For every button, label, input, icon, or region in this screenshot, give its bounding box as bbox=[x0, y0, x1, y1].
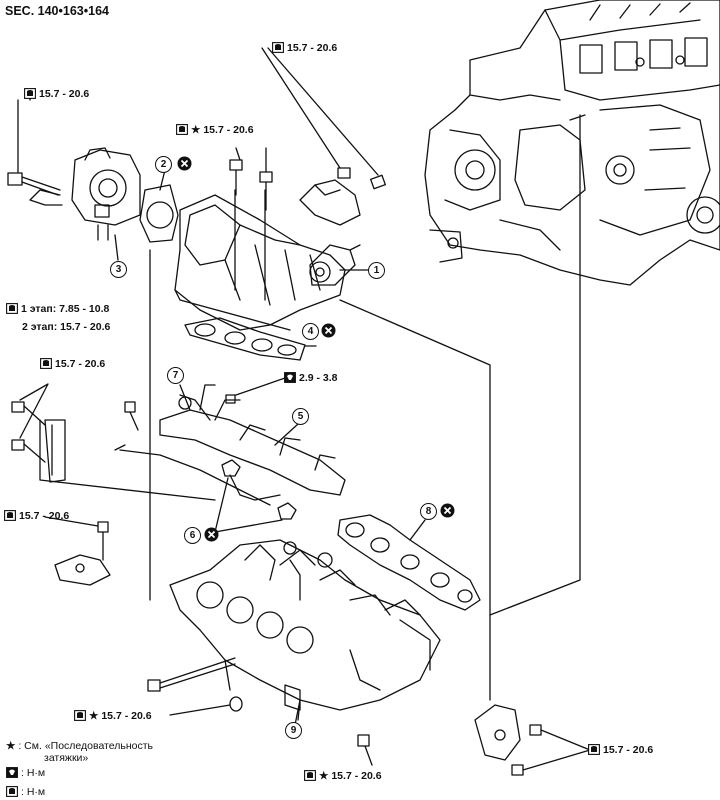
hose-bracket-1 bbox=[309, 244, 361, 286]
replace-x-icon bbox=[177, 156, 192, 171]
torque-label-stage2: 2 этап: 15.7 - 20.6 bbox=[22, 321, 111, 333]
bottom-bolt bbox=[357, 734, 373, 766]
legend-star-row: ★ : См. «Последовательность bbox=[6, 740, 153, 757]
torque-label-stage1: 1 этап: 7.85 - 10.8 bbox=[6, 303, 109, 315]
gasket-8 bbox=[337, 514, 481, 611]
replace-x-icon bbox=[321, 323, 336, 338]
oil-torque-icon bbox=[284, 372, 296, 383]
torque-label-lower-left: 15.7 - 20.6 bbox=[4, 510, 69, 522]
section-reference: SEC. 140•163•164 bbox=[5, 4, 109, 18]
gasket-2 bbox=[139, 184, 179, 243]
torque-wrench-icon bbox=[588, 744, 600, 755]
legend-oil-row: : Н·м bbox=[6, 767, 153, 784]
legend-star-text: : См. «Последовательность bbox=[18, 740, 154, 752]
intake-collector bbox=[174, 189, 346, 331]
torque-wrench-icon bbox=[24, 88, 36, 99]
nut-6 bbox=[221, 459, 297, 520]
legend-star-row-2: затяжки» bbox=[6, 752, 153, 765]
legend: ★ : См. «Последовательность затяжки» : Н… bbox=[6, 740, 153, 800]
intake-manifold-lower bbox=[169, 539, 441, 721]
callout-7: 7 bbox=[167, 367, 184, 384]
torque-wrench-icon bbox=[6, 786, 18, 797]
torque-wrench-icon bbox=[6, 303, 18, 314]
torque-label-rear-bracket: 15.7 - 20.6 bbox=[588, 744, 653, 756]
legend-star-symbol: ★ bbox=[6, 740, 16, 752]
replace-x-icon bbox=[440, 503, 455, 518]
callout-8: 8 bbox=[420, 503, 437, 520]
callout-3: 3 bbox=[110, 261, 127, 278]
oil-torque-icon bbox=[6, 767, 18, 778]
engine-block bbox=[424, 0, 720, 286]
callout-9: 9 bbox=[285, 722, 302, 739]
torque-label-manifold-bolt: ★ 15.7 - 20.6 bbox=[74, 710, 152, 722]
torque-wrench-icon bbox=[176, 124, 188, 135]
torque-label-throttle-body: 15.7 - 20.6 bbox=[24, 88, 89, 100]
torque-label-bottom: ★ 15.7 - 20.6 bbox=[304, 770, 382, 782]
callout-4: 4 bbox=[302, 323, 319, 340]
torque-wrench-icon bbox=[40, 358, 52, 369]
callout-6: 6 bbox=[184, 527, 201, 544]
collector-bracket bbox=[299, 167, 386, 226]
callout-2: 2 bbox=[155, 156, 172, 173]
rear-bracket bbox=[474, 704, 542, 776]
legend-nm-2: : Н·м bbox=[21, 786, 46, 798]
legend-wrench-row: : Н·м bbox=[6, 786, 153, 800]
torque-label-top-bracket: 15.7 - 20.6 bbox=[272, 42, 337, 54]
callout-5: 5 bbox=[292, 408, 309, 425]
rail-bolt bbox=[124, 401, 139, 431]
torque-wrench-icon bbox=[304, 770, 316, 781]
legend-star-text-2: затяжки» bbox=[44, 752, 89, 764]
manifold-bolt bbox=[147, 657, 243, 712]
replace-x-icon bbox=[204, 527, 219, 542]
manifold-bracket bbox=[54, 521, 111, 586]
throttle-body bbox=[29, 147, 141, 241]
torque-wrench-icon bbox=[4, 510, 16, 521]
torque-label-collector: ★ 15.7 - 20.6 bbox=[176, 124, 254, 136]
torque-label-injector: 2.9 - 3.8 bbox=[284, 372, 338, 384]
injector-screw bbox=[225, 394, 236, 404]
torque-wrench-icon bbox=[74, 710, 86, 721]
legend-nm-1: : Н·м bbox=[21, 767, 46, 779]
torque-wrench-icon bbox=[272, 42, 284, 53]
torque-label-side-bracket: 15.7 - 20.6 bbox=[40, 358, 105, 370]
callout-1: 1 bbox=[368, 262, 385, 279]
side-bracket bbox=[11, 401, 66, 483]
throttle-bolt bbox=[7, 172, 61, 196]
gasket-4 bbox=[184, 317, 306, 361]
